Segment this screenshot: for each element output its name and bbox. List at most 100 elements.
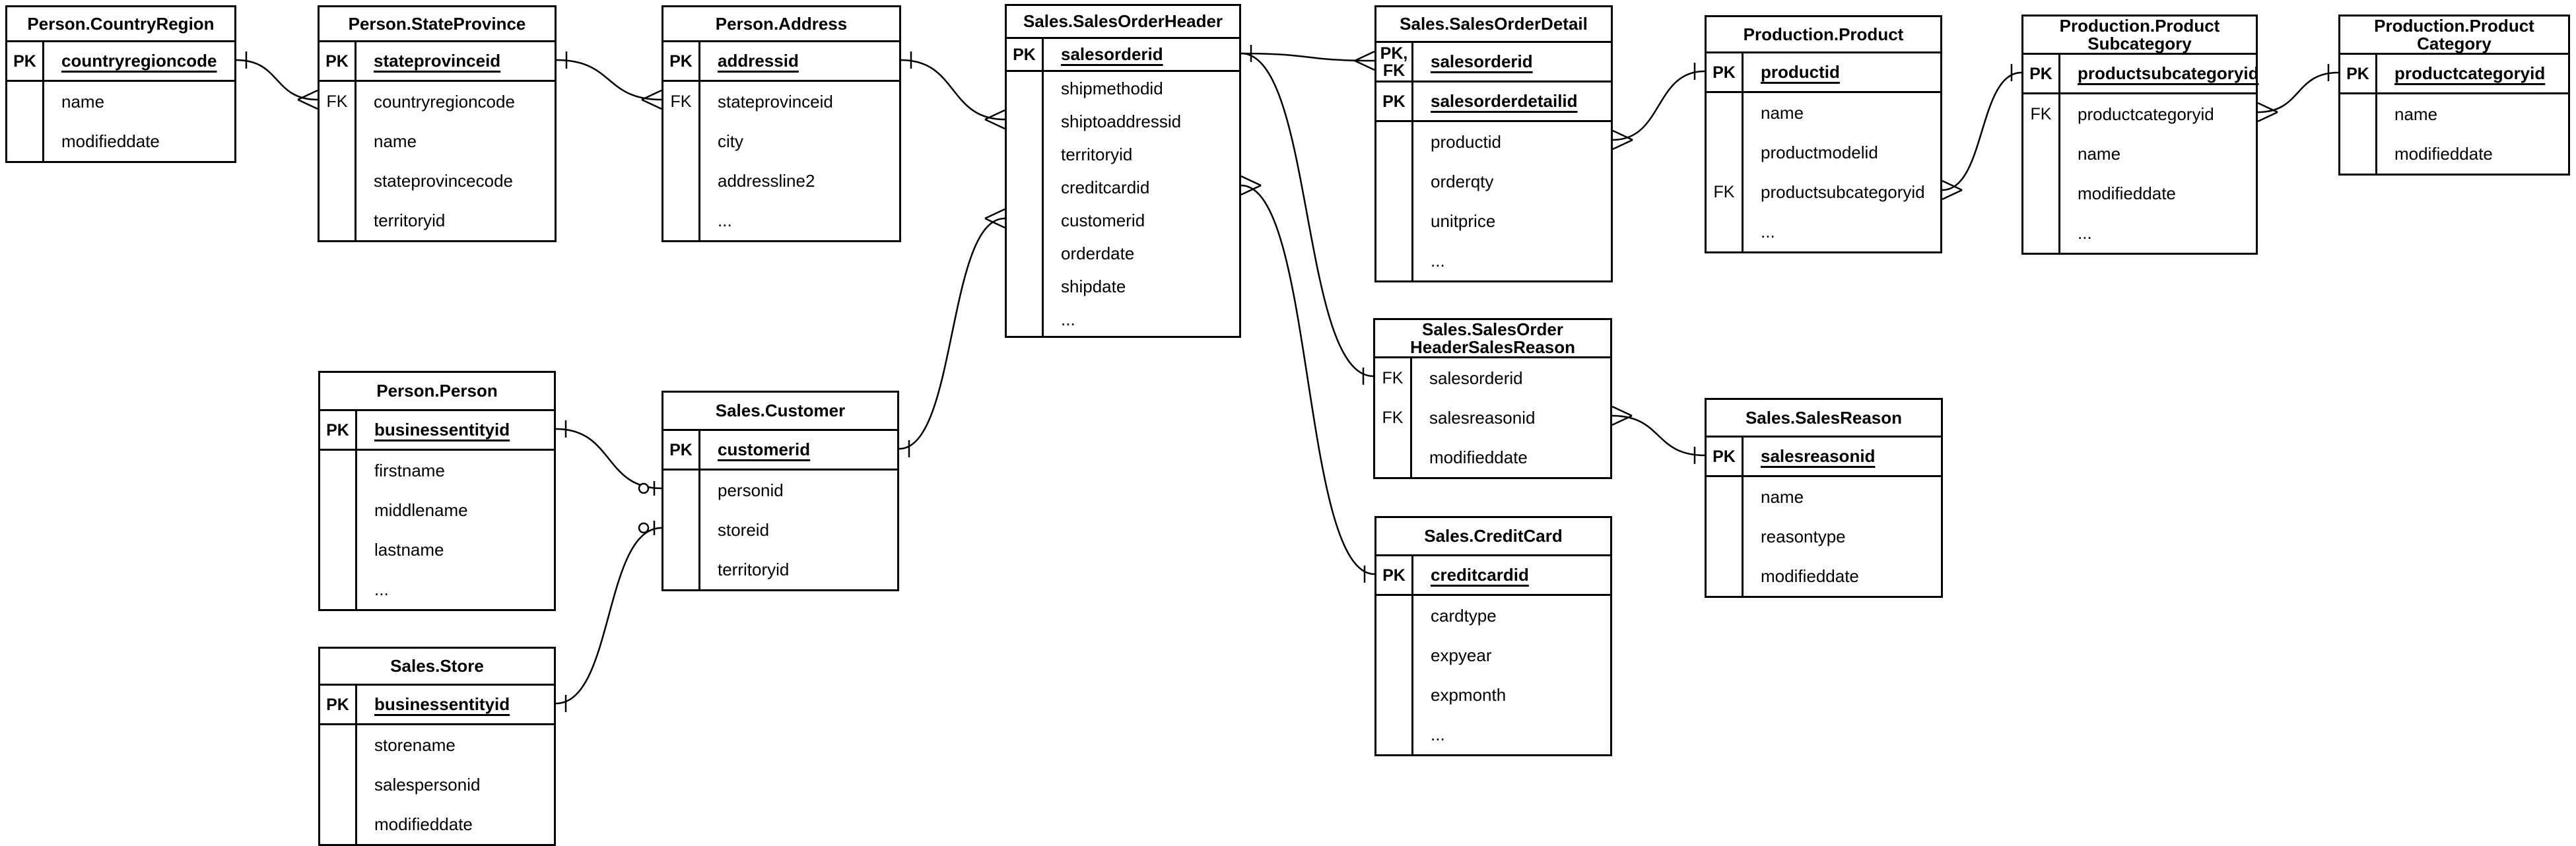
key-label [1007, 204, 1044, 237]
key-label [7, 82, 44, 121]
key-label [2340, 94, 2377, 134]
key-label [320, 725, 357, 765]
key-label [1707, 517, 1744, 556]
column-name: name [1761, 486, 1804, 507]
attribute-row: ... [2023, 213, 2256, 253]
column-name: salesorderid [1429, 368, 1523, 388]
key-label [663, 121, 700, 161]
column-name: stateprovincecode [374, 170, 514, 191]
key-label: PK [1707, 438, 1744, 475]
key-label: FK [663, 82, 700, 121]
attribute-row: territoryid [320, 201, 555, 240]
key-label: PK [1007, 39, 1044, 70]
column-name: creditcardid [1061, 177, 1150, 197]
rel-person-stateprovince-person-address [556, 51, 662, 110]
entity-title: Sales.CreditCard [1376, 518, 1610, 556]
attribute-row: name [7, 82, 234, 121]
attribute-row: modifieddate [7, 121, 234, 161]
column-name: modifieddate [1429, 447, 1528, 467]
attribute-row: ... [1007, 303, 1239, 336]
rel-sales-salesorderheader-sales-creditcard [1240, 175, 1375, 583]
entity-title: Sales.SalesOrderDetail [1376, 7, 1611, 43]
key-label [320, 121, 356, 161]
attribute-row: name [1707, 477, 1941, 517]
column-name: territoryid [718, 559, 790, 579]
attribute-row: name [320, 121, 555, 161]
rel-person-person-sales-customer [555, 420, 662, 496]
attribute-row: ... [663, 201, 899, 240]
key-label [1707, 556, 1744, 596]
key-label: PK [2023, 55, 2060, 92]
column-name: ... [374, 579, 389, 599]
column-name: modifieddate [1761, 566, 1859, 586]
key-label [663, 201, 700, 240]
attribute-row: cardtype [1376, 596, 1610, 635]
attribute-row: name [1707, 93, 1940, 133]
key-label [320, 569, 357, 609]
column-name: salesorderid [1061, 44, 1163, 64]
column-name: salesorderdetailid [1431, 91, 1578, 111]
key-label [1007, 270, 1044, 303]
column-name: personid [718, 480, 784, 500]
entity-title: Person.StateProvince [320, 7, 555, 42]
rel-production-product-production-productsubcategory [1942, 64, 2022, 201]
key-label [1007, 105, 1044, 138]
key-label [1007, 171, 1044, 204]
key-label [2340, 134, 2377, 174]
column-name: name [2394, 104, 2438, 124]
entity-title: Person.Person [320, 373, 554, 411]
attribute-row: personid [663, 471, 897, 510]
key-label: PK [7, 42, 44, 80]
attribute-row: expyear [1376, 635, 1610, 675]
key-label [2023, 134, 2060, 174]
key-label [1376, 715, 1413, 754]
key-label [663, 510, 700, 550]
column-name: businessentityid [374, 420, 510, 439]
column-name: territoryid [1061, 144, 1133, 164]
column-name: creditcardid [1431, 565, 1529, 585]
key-label: PK [1707, 53, 1744, 91]
entity-title: Production.Product Category [2340, 16, 2568, 55]
key-label [1376, 241, 1413, 280]
attribute-row: modifieddate [1707, 556, 1941, 596]
key-label: PK [2340, 55, 2377, 92]
key-label: PK [320, 411, 357, 449]
column-name: middlename [374, 500, 468, 520]
key-label: PK, FK [1376, 43, 1413, 81]
key-label [1707, 93, 1744, 133]
rel-production-productsubcategory-production-productcategory [2257, 64, 2339, 123]
key-label: PK [320, 686, 357, 723]
key-label [663, 471, 700, 510]
column-name: territoryid [374, 210, 446, 230]
attribute-row: shiptoaddressid [1007, 105, 1239, 138]
column-name: firstname [374, 460, 445, 480]
key-label [1007, 72, 1044, 105]
column-name: name [61, 91, 105, 112]
